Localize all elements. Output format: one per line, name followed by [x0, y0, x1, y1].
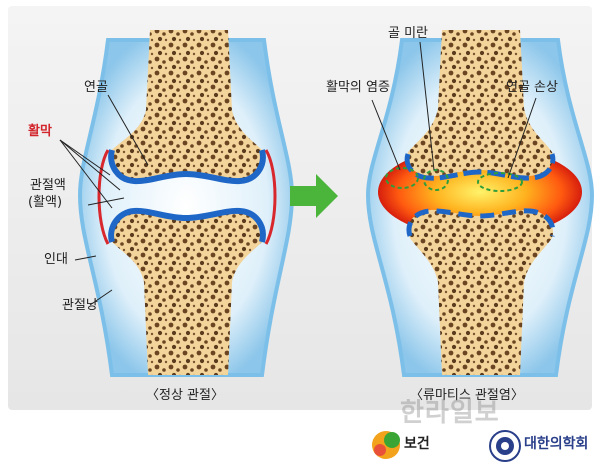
upper-bone-inflamed — [406, 30, 554, 177]
arthritic-joint — [365, 30, 595, 377]
label-synovitis: 활막의 염증 — [326, 80, 390, 95]
normal-joint — [59, 30, 295, 377]
upper-cartilage — [108, 149, 266, 185]
label-synovial-fluid-alt: (활액) — [28, 195, 63, 210]
label-capsule: 관절낭 — [62, 298, 98, 313]
lower-bone-inflamed — [408, 209, 554, 375]
synovium-left — [97, 149, 110, 245]
caption-rheumatoid-arthritis: 〈류마티스 관절염〉 — [410, 388, 524, 403]
synovium-right — [264, 149, 277, 245]
watermark: 한라일보 — [400, 398, 500, 428]
ministry-logo — [372, 431, 400, 459]
label-bone-erosion: 골 미란 — [388, 26, 429, 41]
erosion-marker — [423, 169, 449, 191]
label-cartilage: 연골 — [84, 80, 108, 95]
ministry-name: 보건 — [404, 436, 430, 452]
cartilage-damage-marker — [477, 172, 523, 192]
label-synovial-fluid: 관절액 — [30, 178, 66, 193]
label-cartilage-damage: 연골 손상 — [506, 80, 558, 95]
footer-logos — [372, 430, 521, 462]
transition-arrow — [290, 174, 338, 218]
caption-normal-joint: 〈정상 관절〉 — [146, 388, 224, 403]
joint-diagram — [59, 30, 595, 377]
joint-capsule — [77, 38, 295, 377]
damaged-lower-cartilage — [406, 208, 556, 237]
academy-name: 대한의학회 — [524, 436, 589, 452]
academy-seal — [489, 430, 521, 462]
lower-cartilage — [108, 207, 266, 243]
label-ligament: 인대 — [44, 252, 68, 267]
lower-bone — [109, 211, 265, 375]
label-synovium: 활막 — [28, 124, 52, 139]
upper-bone — [109, 30, 265, 181]
synovitis-marker — [385, 167, 419, 189]
footer: 보건 대한의학회 — [0, 410, 600, 470]
